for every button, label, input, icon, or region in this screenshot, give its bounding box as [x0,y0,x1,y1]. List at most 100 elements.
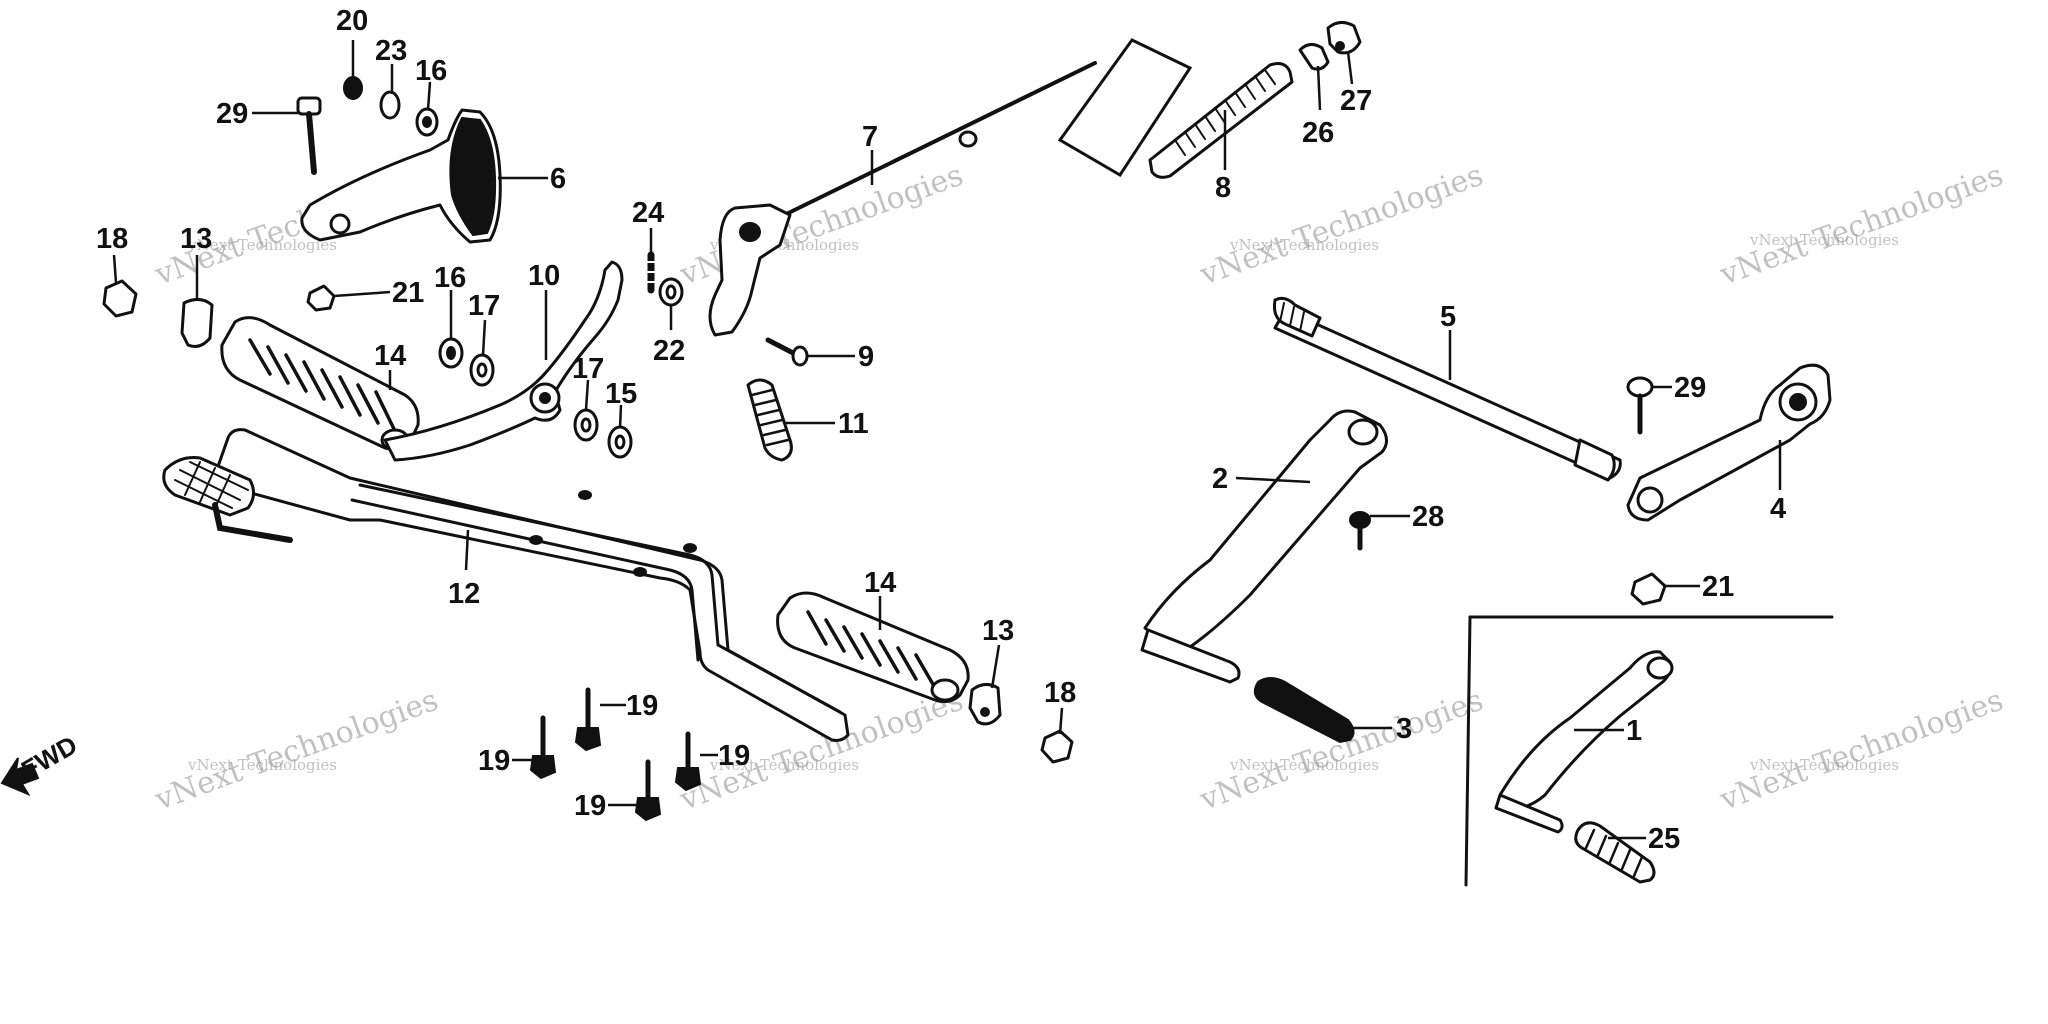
svg-text:vNext Technologies: vNext Technologies [187,236,337,254]
svg-text:9: 9 [858,341,874,373]
callout-22: 22 [653,305,685,367]
callout-18: 18 [96,223,128,284]
part-14-footpeg-rubber [220,316,420,452]
part-2-lever [1140,409,1388,684]
callout-7: 7 [862,121,878,185]
svg-text:11: 11 [838,408,869,440]
svg-text:vNext Technologies: vNext Technologies [1749,231,1899,249]
part-20-nut [343,76,363,100]
callout-5: 5 [1440,301,1456,380]
callout-18: 18 [1044,677,1076,735]
svg-text:17: 17 [572,353,604,385]
part-18-nut [1040,729,1074,764]
part-19-bolt [674,731,702,792]
callout-25: 25 [1608,823,1680,855]
callout-27: 27 [1340,51,1372,117]
callout-9: 9 [808,341,874,373]
callout-10: 10 [528,260,560,360]
part-22-washer [658,277,684,307]
svg-text:vNext Technologies: vNext Technologies [1195,683,1488,818]
callout-29: 29 [216,98,298,130]
svg-text:5: 5 [1440,301,1456,333]
callout-20: 20 [336,5,368,80]
part-8-spring [1148,62,1294,179]
part-19-bolt [634,759,662,822]
svg-text:vNext Technologies: vNext Technologies [1229,756,1379,774]
part-29-bolt [296,96,322,175]
inset-frame [1464,615,1834,887]
part-1-lever [1494,650,1674,834]
callout-3: 3 [1352,713,1412,745]
callout-16: 16 [415,55,447,111]
part-26-clip [1298,43,1330,71]
svg-text:8: 8 [1215,172,1231,204]
svg-text:1: 1 [1626,715,1642,747]
svg-text:6: 6 [550,163,566,195]
svg-text:vNext Technologies: vNext Technologies [709,756,859,774]
part-29-bolt [1626,376,1654,435]
svg-text:vNext Technologies: vNext Technologies [1195,158,1488,293]
svg-text:7: 7 [862,121,878,153]
svg-text:13: 13 [982,615,1014,647]
svg-text:19: 19 [626,690,658,722]
svg-text:15: 15 [605,378,637,410]
svg-text:vNext Technologies: vNext Technologies [675,158,968,293]
callout-17: 17 [468,290,500,356]
callout-13: 13 [982,615,1014,689]
svg-text:vNext Technologies: vNext Technologies [1715,683,2008,818]
part-19-bolt [529,715,557,780]
watermarks: vNext Technologies vNext Technologies vN… [150,158,2008,818]
svg-text:10: 10 [528,260,560,292]
part-21-nut [306,284,336,312]
svg-text:13: 13 [180,223,212,255]
svg-text:20: 20 [336,5,368,37]
callout-4: 4 [1770,440,1786,525]
part-27-nut [1326,21,1362,55]
part-18-nut [102,279,138,318]
part-28-bolt [1349,511,1371,551]
svg-text:19: 19 [478,745,510,777]
callout-21: 21 [333,277,424,309]
svg-text:19: 19 [574,790,606,822]
part-3-pedal-rubber [1253,677,1355,744]
callout-14: 14 [864,567,896,630]
fwd-arrow-icon [0,757,40,797]
callout-2: 2 [1212,463,1311,495]
svg-text:12: 12 [448,578,480,610]
part-16-washer [438,337,464,369]
watermark: vNext Technologies vNext Technologies [1195,158,1488,293]
watermark: vNext Technologies vNext Technologies [1715,158,2008,293]
part-16-washer [415,107,439,137]
callout-21: 21 [1665,571,1734,603]
svg-text:2: 2 [1212,463,1228,495]
callout-26: 26 [1302,65,1334,149]
part-17-washer [573,408,599,442]
callout-15: 15 [605,378,637,429]
svg-text:3: 3 [1396,713,1412,745]
part-4-arm [1626,363,1832,522]
part-17-washer [469,353,495,387]
part-11-spring [746,378,793,462]
svg-text:21: 21 [392,277,424,309]
callout-28: 28 [1370,501,1444,533]
part-5-shaft [1273,296,1622,482]
svg-text:25: 25 [1648,823,1680,855]
callout-1: 1 [1574,715,1642,747]
part-9-bolt [765,337,809,367]
svg-text:27: 27 [1340,85,1372,117]
callout-24: 24 [632,197,664,255]
callouts: 20 23 16 29 6 18 13 21 [96,5,1786,855]
callout-13: 13 [180,223,212,300]
part-24-pin [645,251,657,294]
part-10-pedal-arm [383,260,624,462]
svg-text:18: 18 [1044,677,1076,709]
callout-12: 12 [448,529,480,610]
part-14-footpeg-rubber [776,591,970,704]
callout-29: 29 [1652,372,1706,404]
svg-text:14: 14 [374,340,406,372]
svg-text:17: 17 [468,290,500,322]
svg-text:26: 26 [1302,117,1334,149]
svg-text:vNext Technologies: vNext Technologies [1749,756,1899,774]
part-15-washer [607,425,633,459]
